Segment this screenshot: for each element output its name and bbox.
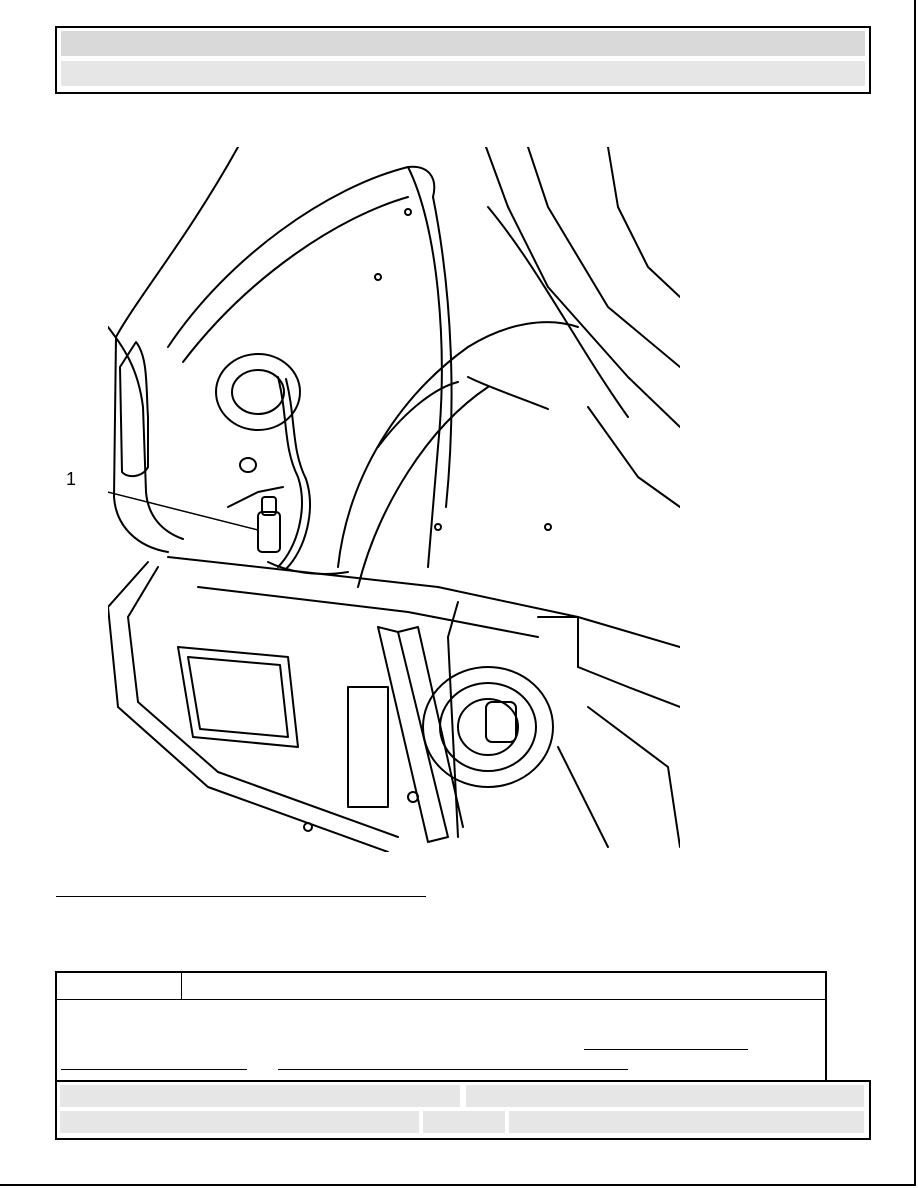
footer-right-top <box>466 1085 864 1107</box>
reference-link-3[interactable] <box>278 1069 628 1070</box>
document-header <box>55 26 871 94</box>
footer-left-top <box>60 1085 460 1107</box>
reference-link-1[interactable] <box>584 1049 748 1050</box>
header-title <box>61 31 865 56</box>
footer-mid-bottom <box>423 1111 505 1133</box>
reference-link-2[interactable] <box>61 1069 247 1070</box>
footer-left-bottom <box>60 1111 419 1133</box>
footer-right-bottom <box>509 1111 864 1133</box>
header-subtitle <box>61 61 865 86</box>
table-header-step <box>57 973 182 1000</box>
procedure-table <box>55 971 827 1085</box>
headlamp-bulb-illustration <box>108 147 680 852</box>
caption-link[interactable] <box>56 895 426 897</box>
document-footer <box>55 1080 871 1140</box>
table-header-action <box>182 973 825 1000</box>
callout-label-1: 1 <box>66 469 77 489</box>
